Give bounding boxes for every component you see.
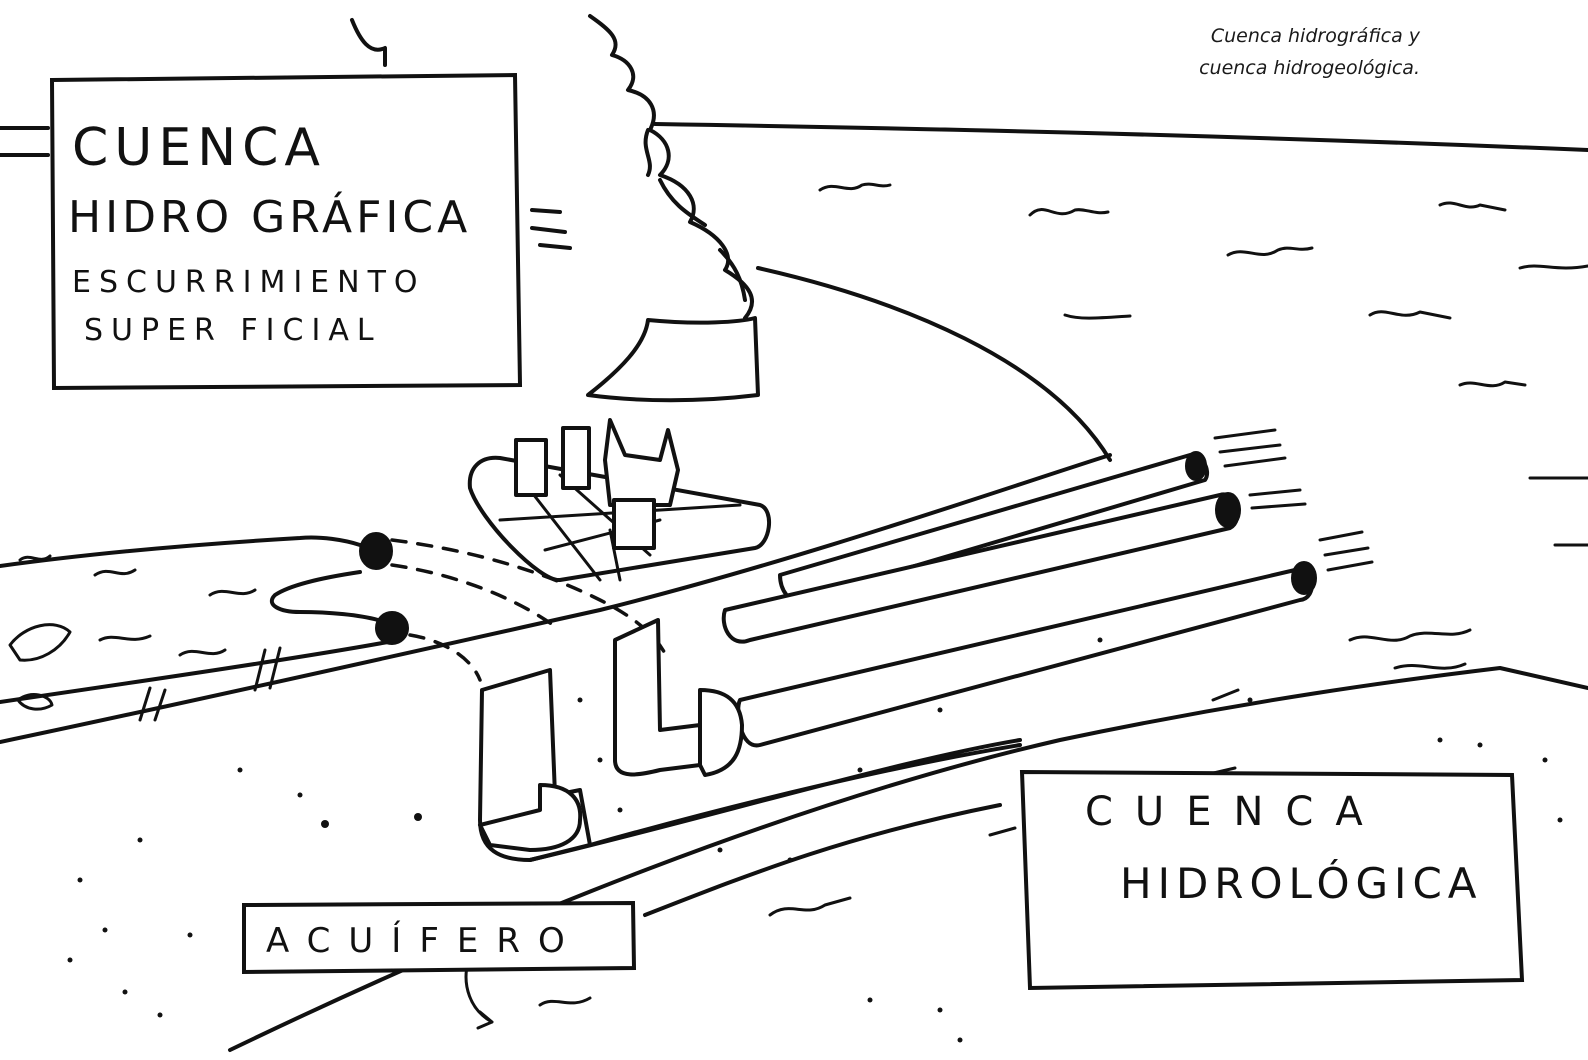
- horizon-line: [653, 122, 1588, 152]
- label-cuenca-hidrografica: CUENCA HIDRO GRÁFICA ESCURRIMIENTO SUPER…: [49, 72, 523, 391]
- caption-line-1: Cuenca hidrográfica y: [1210, 25, 1420, 47]
- sea-waves: [818, 182, 1588, 670]
- land-band-lower: [643, 803, 1002, 917]
- outflow-strokes: [1213, 428, 1374, 572]
- coastline: [756, 266, 1112, 462]
- hidrografica-line-3: ESCURRIMIENTO: [72, 265, 426, 300]
- label-acuifero: ACUÍFERO: [242, 900, 637, 975]
- hidrografica-line-1: CUENCA: [72, 118, 326, 178]
- city-buildings: [514, 418, 680, 550]
- dashed-flow-2: [390, 563, 562, 632]
- dashed-flow-3: [408, 633, 482, 682]
- land-band-top: [0, 453, 1112, 744]
- plume-strokes: [530, 208, 572, 250]
- pipe-end-3: [1291, 561, 1317, 595]
- cathedral: [603, 418, 680, 507]
- figure-caption: Cuenca hidrográfica y cuenca hidrogeológ…: [1060, 20, 1420, 84]
- pipe-joint-1: [698, 688, 744, 777]
- river-pipe-opening-2: [375, 611, 409, 645]
- building-1: [514, 438, 548, 497]
- volcano-smoke-inner: [643, 128, 747, 302]
- acuifero-text: ACUÍFERO: [266, 920, 583, 961]
- volcano: [586, 316, 760, 403]
- building-2: [561, 426, 591, 490]
- pipe-end-1: [1185, 451, 1207, 481]
- pipe-vertical-1: [613, 618, 702, 777]
- pipe-lower-long: [528, 738, 1022, 862]
- river-lower-bank: [0, 640, 390, 704]
- river-upper-bank: [0, 535, 362, 568]
- left-edge-strokes: [0, 126, 50, 157]
- acuifero-arrow: [464, 960, 494, 1030]
- volcano-smoke: [588, 14, 755, 320]
- river-pipe-opening-1: [359, 532, 393, 570]
- river-inner-loop: [269, 570, 380, 622]
- hidrografica-line-2: HIDRO GRÁFICA: [68, 190, 471, 243]
- hidrografica-line-4: SUPER FICIAL: [84, 313, 382, 348]
- pipe-end-2: [1215, 492, 1241, 528]
- hidrologica-line-2: HIDROLÓGICA: [1120, 858, 1483, 908]
- hidrologica-line-1: CUENCA: [1085, 789, 1385, 835]
- caption-line-2: cuenca hidrogeológica.: [1199, 57, 1420, 79]
- building-3: [612, 498, 656, 550]
- river-waves: [8, 554, 282, 722]
- bird-squiggle: [350, 18, 387, 67]
- soil-dots: [67, 637, 1563, 1043]
- label-cuenca-hidrologica: CUENCA HIDROLÓGICA: [1019, 769, 1525, 991]
- dashed-flow-1: [390, 538, 670, 662]
- pipe-joint-2: [478, 783, 583, 852]
